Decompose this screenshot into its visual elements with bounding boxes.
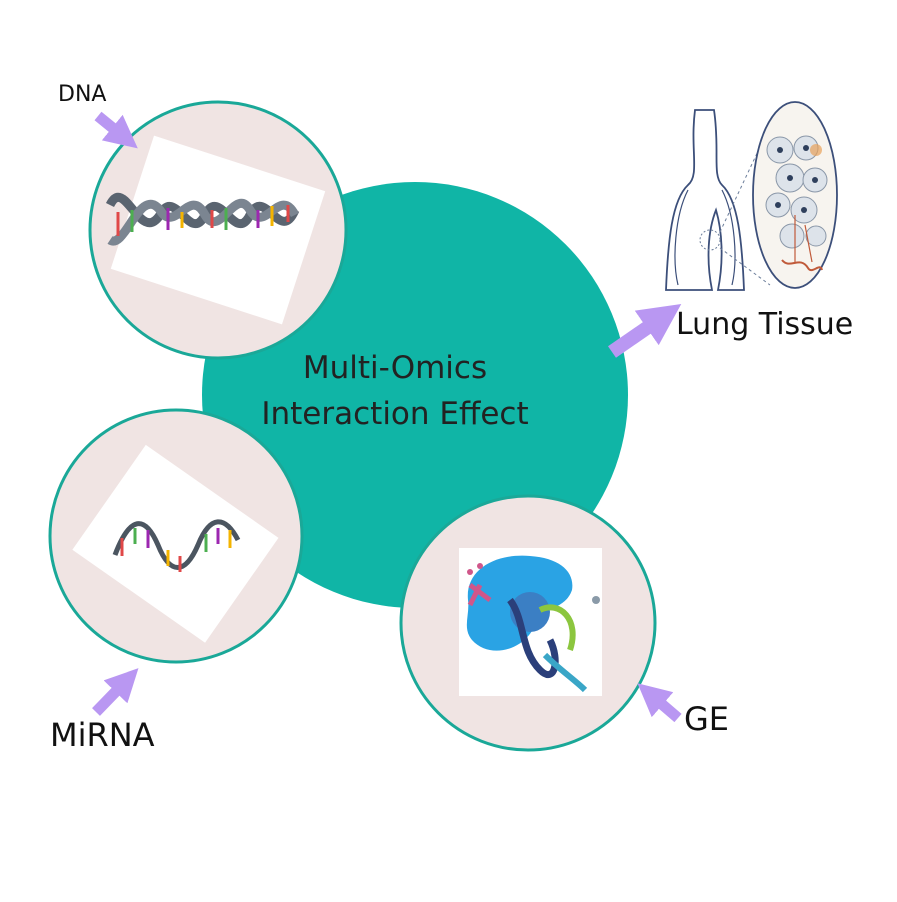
center-title-line1: Multi-Omics: [302, 350, 488, 386]
dna-helix-icon: [105, 192, 300, 246]
center-title-line2: Interaction Effect: [261, 396, 529, 432]
ge-node: [399, 494, 657, 752]
dna-node: [88, 100, 348, 360]
center-title: Multi-Omics Interaction Effect: [230, 345, 560, 437]
rna-strand-icon: [112, 519, 241, 572]
ribosome-icon: [466, 555, 600, 693]
mirna-label: MiRNA: [50, 716, 155, 754]
dna-label: DNA: [58, 82, 107, 107]
lung-tissue-illustration: [665, 101, 838, 291]
lung-tissue-label: Lung Tissue: [676, 307, 854, 342]
mirna-arrow: [92, 668, 139, 716]
lung-arrow: [608, 304, 682, 358]
mirna-node: [48, 408, 304, 664]
dna-arrow: [94, 111, 138, 149]
ge-arrow: [637, 683, 682, 723]
ge-label: GE: [684, 700, 730, 738]
